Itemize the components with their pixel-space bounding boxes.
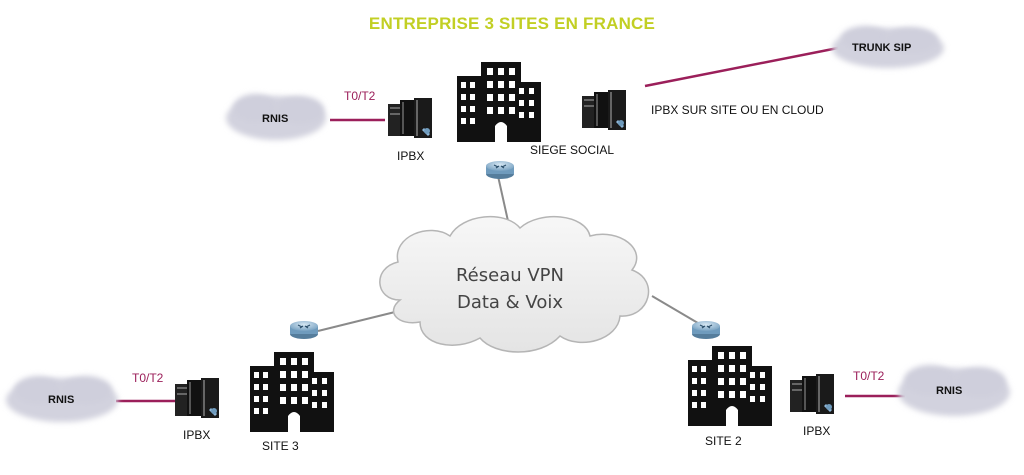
site3-link-label: T0/T2 [132, 371, 164, 385]
telecom-links [116, 46, 905, 403]
site2-router-icon [691, 320, 721, 340]
site3-site-label: SITE 3 [262, 439, 299, 453]
rnis-cloud-site3 [6, 376, 118, 422]
site2-rnis-label: RNIS [936, 385, 963, 397]
hq-site-label: SIEGE SOCIAL [530, 143, 615, 157]
site2-building-icon [688, 346, 772, 426]
trunk-sip-label: TRUNK SIP [852, 42, 912, 54]
vpn-label-line1: Réseau VPN [455, 265, 565, 286]
remote-ipbx-label: IPBX SUR SITE OU EN CLOUD [651, 103, 824, 117]
trunk-sip-cloud [832, 26, 944, 68]
diagram-title: ENTREPRISE 3 SITES EN FRANCE [368, 14, 656, 33]
site2-ipbx-server-icon [790, 374, 834, 414]
remote-ipbx-server-icon [582, 90, 626, 130]
hq-ipbx-label: IPBX [397, 149, 425, 163]
vpn-cloud [379, 215, 650, 353]
rnis-cloud-hq [226, 94, 326, 140]
site3-ipbx-server-icon [175, 378, 219, 418]
site3-vpn-link [317, 311, 396, 332]
vpn-cloud-label: Réseau VPN Data & Voix [410, 262, 610, 316]
site2-site-label: SITE 2 [705, 434, 742, 448]
site3-rnis-label: RNIS [48, 394, 75, 406]
vpn-label-line2: Data & Voix [456, 292, 564, 313]
hq-link-label: T0/T2 [344, 89, 376, 103]
site3-router-icon [289, 320, 319, 340]
site3-building-icon [250, 352, 334, 432]
hq-router-icon [485, 160, 515, 180]
hq-rnis-label: RNIS [262, 113, 289, 125]
site2-ipbx-label: IPBX [803, 424, 831, 438]
site2-vpn-link [651, 295, 704, 327]
hq-ipbx-server-icon [388, 98, 432, 138]
site3-ipbx-label: IPBX [183, 428, 211, 442]
trunk-sip-link [644, 46, 839, 88]
hq-building-icon [457, 62, 541, 142]
site2-link-label: T0/T2 [853, 369, 885, 383]
rnis-cloud-site2 [898, 365, 1010, 416]
